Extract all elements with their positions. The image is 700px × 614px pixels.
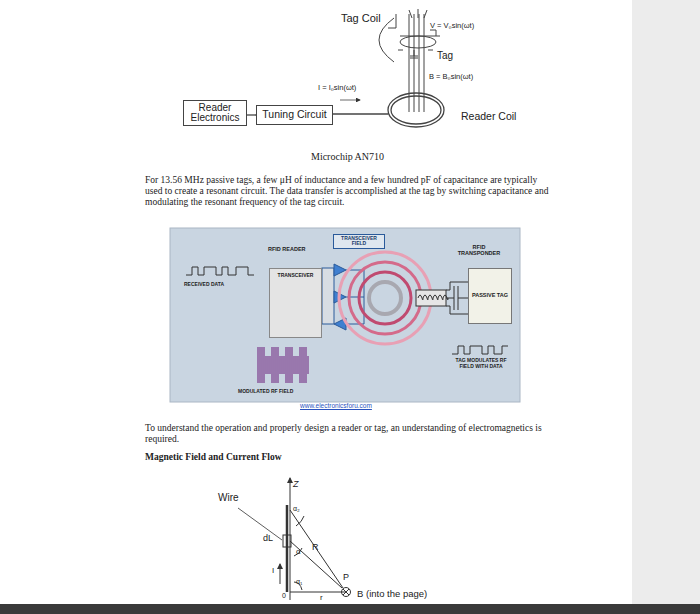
label-text: B = B₀sin(ωt) bbox=[429, 73, 473, 82]
node-box: Tuning Circuit bbox=[256, 105, 333, 125]
bottom-bar bbox=[0, 604, 700, 614]
tag-data-wave bbox=[452, 346, 508, 354]
label-text: α bbox=[296, 547, 301, 556]
label-text: www.electronicsforu.com bbox=[300, 402, 372, 409]
signal-stroke bbox=[301, 347, 302, 383]
connector-line bbox=[247, 114, 256, 115]
signal-stroke bbox=[257, 347, 258, 383]
label-text: Reader Coil bbox=[461, 110, 516, 122]
label-text: RFID READER bbox=[268, 246, 306, 252]
signal-stroke bbox=[273, 347, 274, 383]
signal-stroke bbox=[295, 356, 296, 374]
node-box: Reader Electronics bbox=[183, 100, 247, 126]
reader-coil bbox=[333, 93, 444, 127]
label-text: Z bbox=[293, 479, 299, 489]
received-data-wave bbox=[186, 267, 254, 275]
signal-stroke bbox=[283, 356, 284, 374]
signal-stroke bbox=[303, 347, 304, 383]
label-text: MODULATED RF FIELD bbox=[238, 389, 293, 395]
label-text: I = I₀sin(ωt) bbox=[318, 84, 356, 93]
label-text: Tag bbox=[437, 50, 453, 62]
signal-stroke bbox=[299, 347, 300, 383]
signal-stroke bbox=[263, 347, 264, 383]
signal-stroke bbox=[297, 356, 298, 374]
label-text: Microchip AN710 bbox=[311, 151, 384, 163]
label-text: R bbox=[312, 542, 319, 552]
signal-stroke bbox=[305, 347, 306, 383]
node-text: Tuning Circuit bbox=[262, 109, 326, 120]
signal-stroke bbox=[267, 356, 268, 374]
signal-stroke bbox=[265, 356, 266, 374]
label-text: dL bbox=[263, 533, 273, 543]
tag-antenna-coil bbox=[416, 282, 470, 314]
signal-stroke bbox=[293, 356, 294, 374]
signal-stroke bbox=[287, 347, 288, 383]
label-text: r bbox=[320, 593, 323, 602]
signal-stroke bbox=[307, 356, 308, 374]
signal-stroke bbox=[277, 347, 278, 383]
signal-stroke bbox=[271, 347, 272, 383]
node-text: TRANSCEIVER FIELD bbox=[336, 236, 382, 247]
signal-stroke bbox=[259, 347, 260, 383]
node-box: TRANSCEIVER bbox=[269, 268, 322, 338]
signal-stroke bbox=[275, 347, 276, 383]
biot-savart-figure bbox=[238, 478, 351, 600]
node-text: Reader Electronics bbox=[186, 103, 244, 124]
signal-stroke bbox=[291, 347, 292, 383]
label-text: Wire bbox=[218, 492, 239, 504]
node-text: PASSIVE TAG bbox=[472, 293, 508, 299]
label-text: 0 bbox=[282, 592, 286, 600]
label-text: V = V₀sin(ωt) bbox=[430, 22, 474, 31]
signal-stroke bbox=[269, 356, 270, 374]
label-text: Tag Coil bbox=[341, 12, 381, 25]
label-text: P bbox=[343, 572, 349, 582]
label-text: α₁ bbox=[296, 578, 302, 586]
signal-stroke bbox=[285, 347, 286, 383]
label-text: RECEIVED DATA bbox=[184, 282, 224, 288]
signal-stroke bbox=[289, 347, 290, 383]
signal-stroke bbox=[281, 356, 282, 374]
label-text: RFID TRANSPONDER bbox=[455, 244, 503, 257]
label-text: TAG MODULATES RF FIELD WITH DATA bbox=[452, 358, 510, 370]
node-box: PASSIVE TAG bbox=[468, 268, 512, 324]
label-text: Magnetic Field and Current Flow bbox=[145, 452, 282, 463]
modulated-rf-signal bbox=[258, 347, 308, 383]
node-box: TRANSCEIVER FIELD bbox=[333, 234, 385, 249]
label-text: To understand the operation and properly… bbox=[145, 423, 545, 445]
label-text: B (into the page) bbox=[357, 589, 427, 600]
label-text: α₂ bbox=[293, 505, 300, 513]
page-margin bbox=[632, 0, 700, 614]
label-text: I bbox=[272, 566, 274, 575]
figure-panel bbox=[170, 228, 520, 402]
signal-stroke bbox=[279, 356, 280, 374]
node-text: TRANSCEIVER bbox=[278, 273, 314, 278]
label-text: For 13.56 MHz passive tags, a few μH of … bbox=[145, 175, 555, 208]
signal-stroke bbox=[261, 347, 262, 383]
